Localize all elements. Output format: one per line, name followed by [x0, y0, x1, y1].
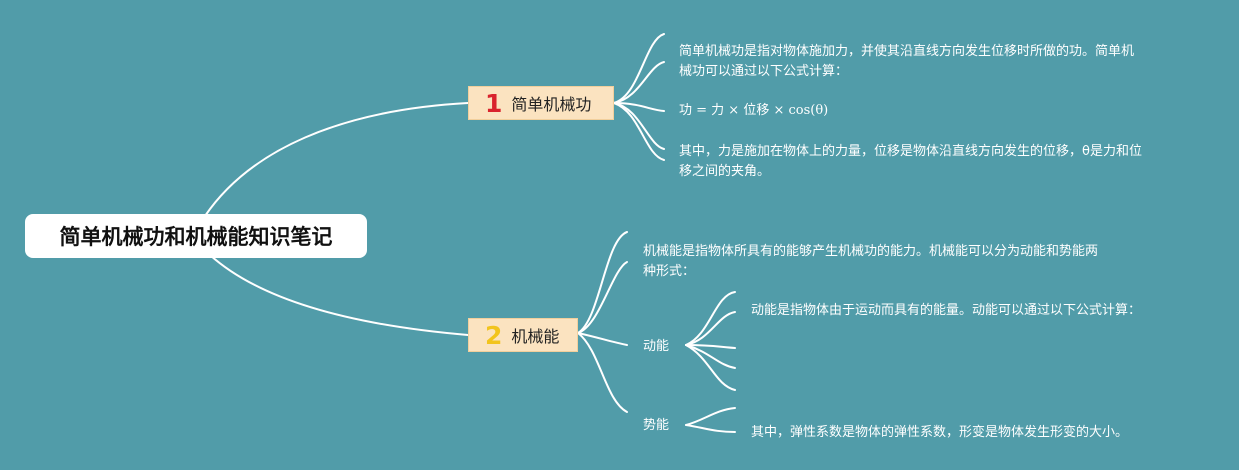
energy-definition-line1: 机械能是指物体所具有的能够产生机械功的能力。机械能可以分为动能和势能两	[643, 244, 1099, 259]
potential-energy-note: 其中，弹性系数是物体的弹性系数，形变是物体发生形变的大小。	[751, 425, 1129, 440]
work-definition-line1: 简单机械功是指对物体施加力，并使其沿直线方向发生位移时所做的功。简单机	[679, 44, 1135, 59]
work-explanation-line1: 其中，力是施加在物体上的力量，位移是物体沿直线方向发生的位移，θ是力和位	[679, 144, 1142, 159]
kinetic-energy-label: 动能	[643, 339, 670, 354]
energy-definition-line2: 种形式：	[643, 264, 696, 279]
kinetic-energy-note: 动能是指物体由于运动而具有的能量。动能可以通过以下公式计算：	[751, 303, 1142, 318]
branch-simple-mechanical-work: 1 简单机械功	[468, 86, 614, 120]
work-formula: 功 = 力 × 位移 × cos(θ)	[679, 103, 829, 118]
branch-mechanical-energy: 2 机械能	[468, 318, 578, 352]
work-definition-line2: 械功可以通过以下公式计算：	[679, 64, 849, 79]
branch-number-2: 2	[485, 320, 503, 350]
root-node-title: 简单机械功和机械能知识笔记	[25, 214, 367, 258]
branch-label-simple-mechanical-work: 简单机械功	[511, 95, 592, 114]
branch-number-1: 1	[485, 88, 503, 118]
branch-label-mechanical-energy: 机械能	[511, 327, 560, 346]
potential-energy-label: 势能	[643, 418, 670, 433]
work-explanation-line2: 移之间的夹角。	[679, 164, 771, 179]
